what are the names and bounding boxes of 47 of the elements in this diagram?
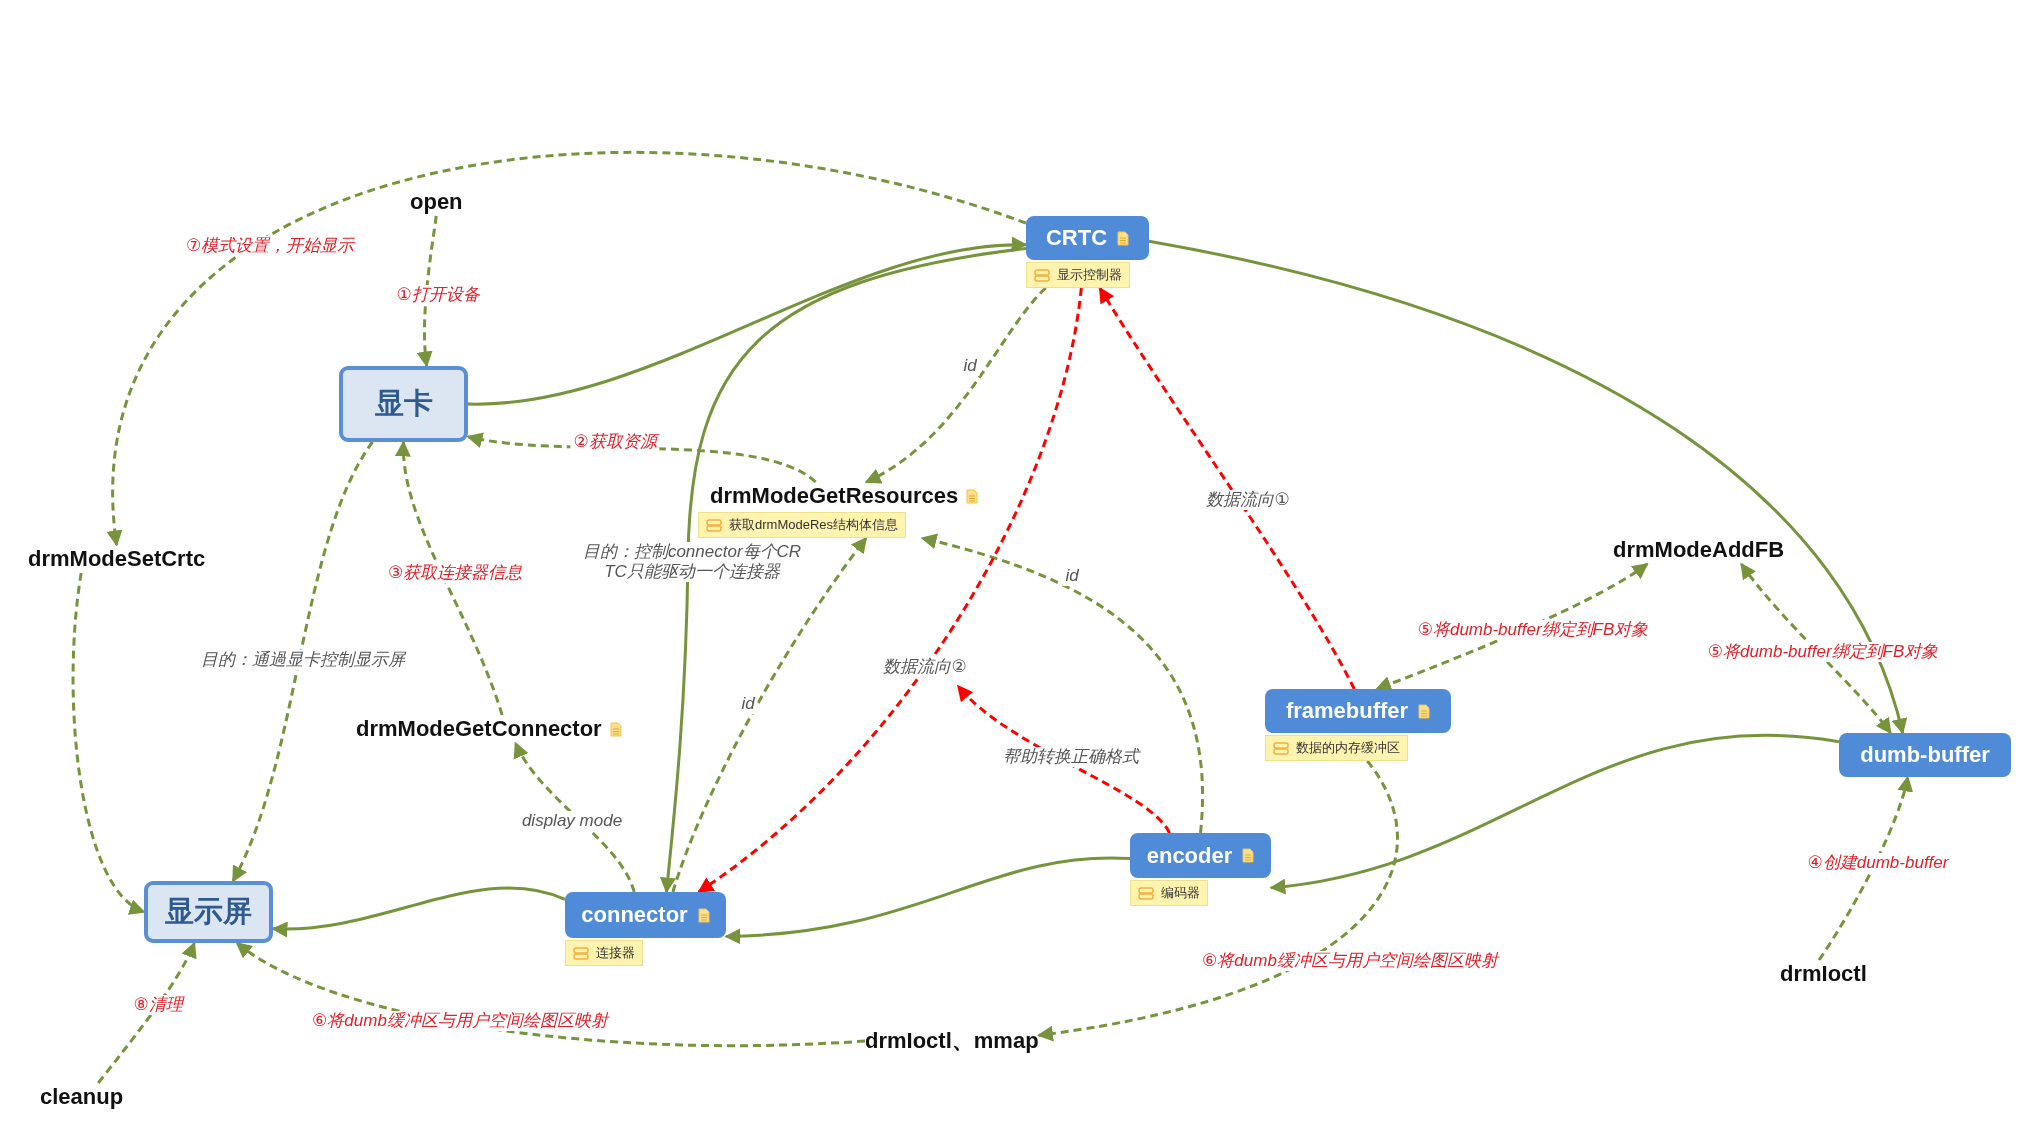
connector-arrow <box>514 741 636 893</box>
connector-arrow <box>1375 562 1649 692</box>
connector-arrow <box>108 151 1027 547</box>
connector-arrow <box>1098 286 1356 690</box>
topic-text: 显示屏 <box>165 894 252 929</box>
topic-text: encoder <box>1146 842 1233 869</box>
connector-arrow <box>671 536 868 893</box>
connector-arrow <box>956 684 1171 834</box>
connector-arrow <box>697 287 1083 894</box>
topic-text: dumb-buffer <box>1860 742 1990 768</box>
topic-text: drmModeAddFB <box>1613 536 1785 564</box>
connector-arrow <box>71 572 146 914</box>
note-text: 获取drmModeRes结构体信息 <box>729 516 899 534</box>
connector-arrow <box>417 215 438 368</box>
edge-label: ②获取资源 <box>570 432 660 452</box>
connector-arrow <box>1148 239 1907 735</box>
edge-label: id <box>960 356 980 376</box>
topic-text: connector <box>581 902 688 928</box>
edge-label: id <box>1062 566 1082 586</box>
topic-text: drmModeGetConnector <box>356 715 602 743</box>
connector-arrow <box>231 441 374 883</box>
topic-text: framebuffer <box>1285 698 1409 724</box>
connector-arrow <box>467 237 1028 406</box>
connector-arrow <box>97 941 196 1084</box>
connector-arrow <box>724 856 1130 944</box>
note-text: 连接器 <box>596 944 635 962</box>
connector-arrow <box>271 886 566 937</box>
edge-label: id <box>738 694 758 714</box>
note-text: 数据的内存缓冲区 <box>1296 739 1400 757</box>
topic-text: drmModeSetCrtc <box>28 545 206 573</box>
connector-arrow <box>1037 760 1399 1042</box>
topic-text: 显卡 <box>374 386 433 421</box>
topic-text: drmIoctl <box>1780 960 1867 988</box>
topic-text: drmModeGetResources <box>710 482 959 510</box>
note-text: 编码器 <box>1161 884 1200 902</box>
connector-arrow <box>920 533 1204 834</box>
topic-text: CRTC <box>1045 225 1108 251</box>
connector-arrow <box>1817 775 1913 961</box>
note-text: 显示控制器 <box>1057 266 1122 284</box>
topic-text: cleanup <box>40 1083 124 1111</box>
connector-arrow <box>1740 562 1892 735</box>
topic-text: drmIoctl、mmap <box>865 1027 1039 1055</box>
connector-arrow <box>1269 734 1840 894</box>
connector-arrow <box>659 246 1027 894</box>
connector-arrow <box>864 286 1047 484</box>
topic-text: open <box>410 188 463 216</box>
connector-arrow <box>395 440 504 716</box>
